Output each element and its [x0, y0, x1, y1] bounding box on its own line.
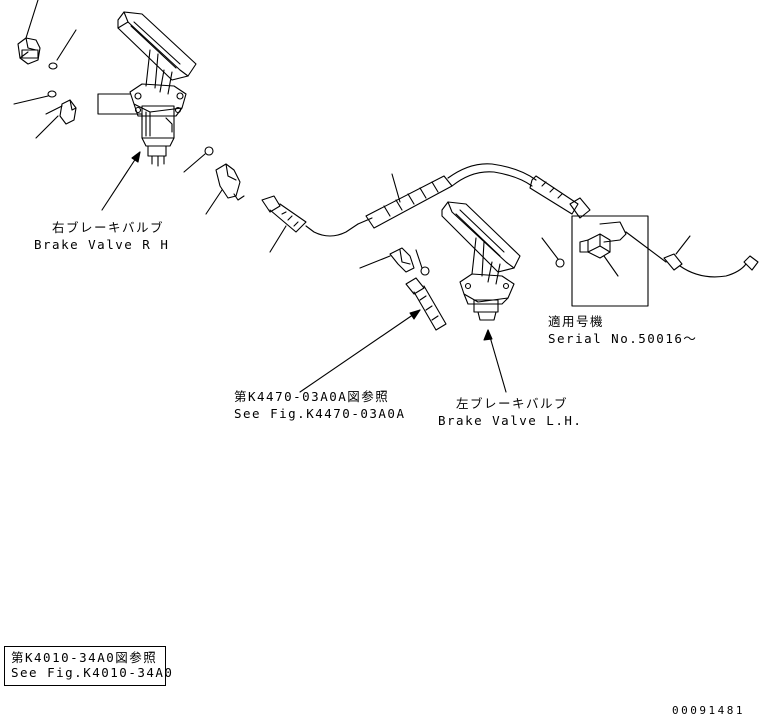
brake-valve-rh — [117, 11, 197, 167]
brake-valve-lh-label-jp: 左ブレーキバルブ — [456, 396, 569, 411]
see-fig-a-label-en: See Fig.K4470-03A0A — [234, 406, 406, 421]
fitting-top-left — [17, 37, 41, 65]
hose-lh — [405, 277, 447, 331]
union-fitting — [215, 163, 245, 201]
pressure-switch — [579, 221, 627, 259]
fitting-lh — [359, 247, 415, 273]
see-fig-b-label-jp: 第K4010-34A0図参照 — [11, 650, 158, 665]
elbow-fitting — [45, 99, 77, 125]
serial-label-en: Serial No.50016～ — [548, 331, 698, 346]
serial-box — [571, 215, 649, 307]
center-hose — [357, 163, 537, 229]
see-fig-b-label-en: See Fig.K4010-34A0 — [11, 665, 174, 680]
drawing-number: 00091481 — [672, 704, 745, 717]
serial-label-jp: 適用号機 — [548, 314, 605, 329]
brake-valve-lh-label-en: Brake Valve L.H. — [438, 413, 583, 428]
see-fig-a-label-jp: 第K4470-03A0A図参照 — [234, 389, 390, 404]
hose-right — [529, 175, 591, 219]
bracket-rh — [97, 93, 143, 121]
brake-valve-rh-label-en: Brake Valve R H — [34, 237, 170, 252]
hose-rh — [261, 195, 359, 237]
reference-box: 第K4010-34A0図参照 See Fig.K4010-34A0 — [4, 646, 174, 686]
brake-valve-lh — [441, 201, 521, 321]
brake-valve-rh-label-jp: 右ブレーキバルブ — [52, 220, 165, 235]
